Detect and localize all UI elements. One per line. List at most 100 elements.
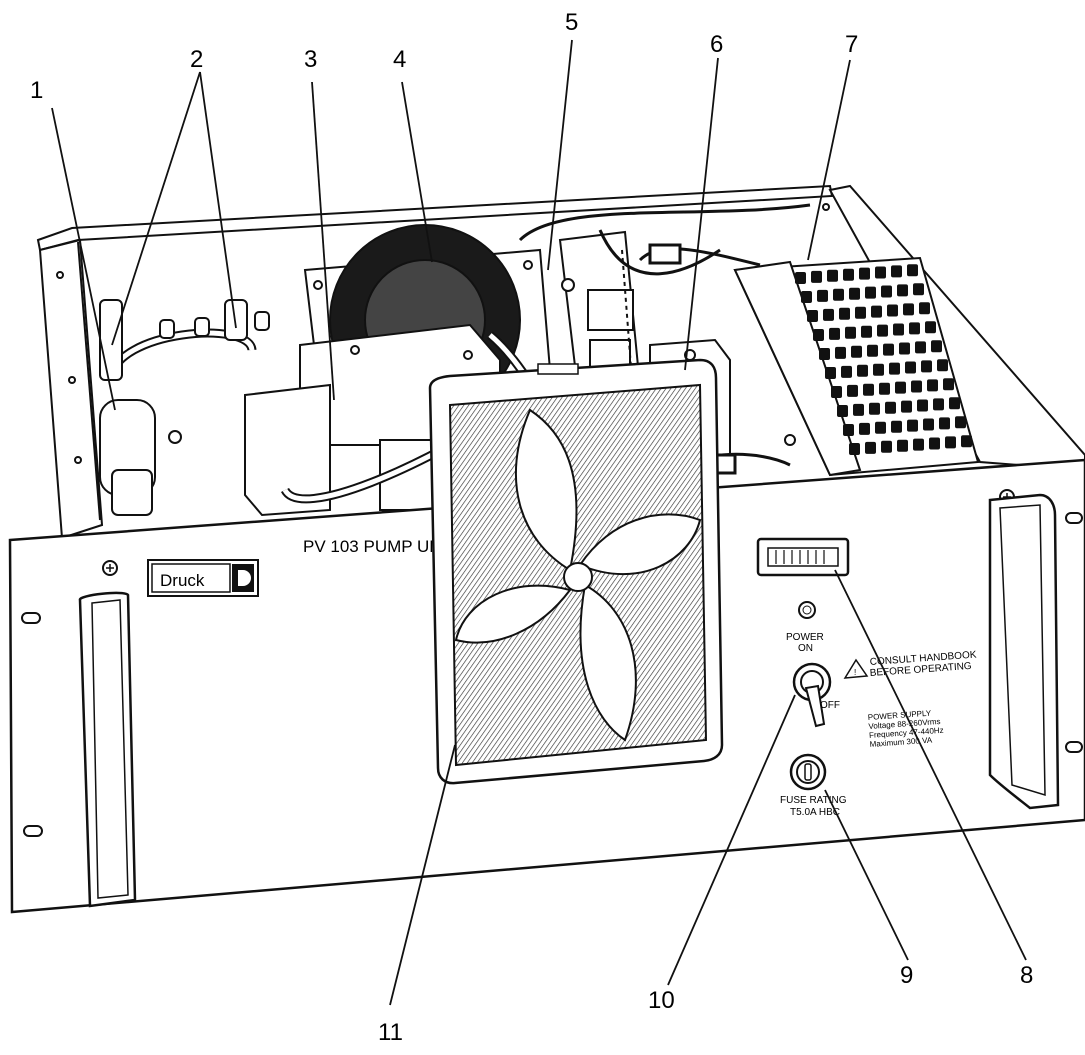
vent-slot — [877, 324, 888, 337]
vent-slot — [859, 267, 870, 280]
vent-slot — [891, 265, 902, 278]
vent-slot — [887, 304, 898, 317]
vent-slot — [903, 303, 914, 316]
vent-slot — [945, 436, 956, 449]
vent-slot — [833, 288, 844, 301]
vent-slot — [925, 321, 936, 334]
vent-slot — [835, 346, 846, 359]
callout-6: 6 — [710, 31, 723, 58]
vent-slot — [855, 306, 866, 319]
vent-slot — [915, 341, 926, 354]
vent-slot — [895, 381, 906, 394]
vent-slot — [917, 399, 928, 412]
vent-slot — [905, 361, 916, 374]
vent-slot — [881, 440, 892, 453]
vent-slot — [863, 383, 874, 396]
vent-slot — [875, 421, 886, 434]
vent-slot — [831, 386, 842, 398]
off-label: OFF — [820, 700, 840, 711]
vent-slot — [961, 435, 972, 448]
vent-slot — [865, 441, 876, 454]
vent-slot — [807, 310, 818, 322]
vent-slot — [907, 419, 918, 432]
vent-slot — [897, 439, 908, 452]
callout-4: 4 — [393, 46, 406, 73]
pipework — [99, 299, 270, 516]
vent-slot — [817, 289, 828, 302]
power-label-2: ON — [798, 643, 813, 654]
callout-5: 5 — [565, 9, 578, 36]
vent-slot — [893, 323, 904, 336]
vent-slot — [873, 363, 884, 376]
vent-slot — [865, 286, 876, 299]
vent-slot — [913, 438, 924, 451]
fan-icon — [428, 358, 724, 785]
power-label-1: POWER — [786, 632, 824, 643]
vent-slot — [857, 364, 868, 377]
vent-slot — [853, 403, 864, 416]
vent-slot — [937, 359, 948, 372]
svg-text:!: ! — [854, 668, 856, 677]
power-switch[interactable] — [792, 662, 832, 728]
power-indicator-lamp — [798, 601, 816, 619]
vent-slot — [907, 264, 918, 277]
leader-lines — [51, 39, 1027, 1006]
vent-slot — [899, 342, 910, 355]
vent-slot — [801, 291, 812, 303]
vent-slot — [927, 379, 938, 392]
vent-slot — [823, 308, 834, 321]
vent-slot — [913, 283, 924, 296]
vent-slot — [859, 422, 870, 435]
hour-meter-display — [756, 537, 850, 577]
vent-slot — [795, 272, 806, 284]
vent-slot — [885, 401, 896, 414]
callout-3: 3 — [304, 46, 317, 73]
vent-slot — [843, 268, 854, 281]
vent-slot — [909, 322, 920, 335]
callout-labels: 1 2 3 4 5 6 7 8 9 10 11 — [30, 9, 1033, 1046]
right-handle — [988, 493, 1060, 810]
vent-slot — [829, 327, 840, 340]
fuse-holder[interactable] — [789, 753, 827, 791]
fuse-label-2: T5.0A HBC — [790, 807, 840, 818]
vent-slot — [849, 287, 860, 300]
vent-slot — [813, 329, 824, 341]
brand-name: Druck — [160, 571, 205, 590]
warning-triangle-icon: ! — [843, 658, 869, 679]
vent-slot — [939, 417, 950, 430]
vent-slot — [811, 270, 822, 283]
vent-slot — [943, 378, 954, 391]
fuse-label-1: FUSE RATING — [780, 795, 847, 806]
vent-slot — [929, 437, 940, 450]
vent-slot — [921, 360, 932, 373]
front-panel: Druck PV 103 PUMP UNIT — [8, 358, 1085, 914]
left-handle — [78, 591, 137, 908]
vent-slot — [955, 416, 966, 429]
brand-logo: Druck — [147, 559, 259, 597]
callout-8: 8 — [1020, 962, 1033, 989]
vent-slot — [849, 443, 860, 455]
callout-9: 9 — [900, 962, 913, 989]
vent-slot — [933, 398, 944, 411]
vent-slot — [931, 340, 942, 353]
callout-11: 11 — [378, 1019, 403, 1046]
vent-slot — [837, 405, 848, 417]
vent-slot — [875, 266, 886, 279]
vent-slot — [841, 365, 852, 378]
vent-slot — [851, 345, 862, 358]
vent-slot — [897, 284, 908, 297]
vent-slot — [881, 285, 892, 298]
vent-slot — [911, 380, 922, 393]
power-supply-unit — [733, 256, 980, 477]
supply-line-1: POWER SUPPLY — [868, 709, 933, 722]
vent-slot — [949, 397, 960, 410]
panel-title: PV 103 PUMP UNIT — [303, 537, 457, 556]
vent-slot — [861, 325, 872, 338]
vent-slot — [879, 382, 890, 395]
callout-1: 1 — [30, 77, 43, 104]
callout-7: 7 — [845, 31, 858, 58]
vent-slot — [869, 402, 880, 415]
vent-slot — [839, 307, 850, 320]
